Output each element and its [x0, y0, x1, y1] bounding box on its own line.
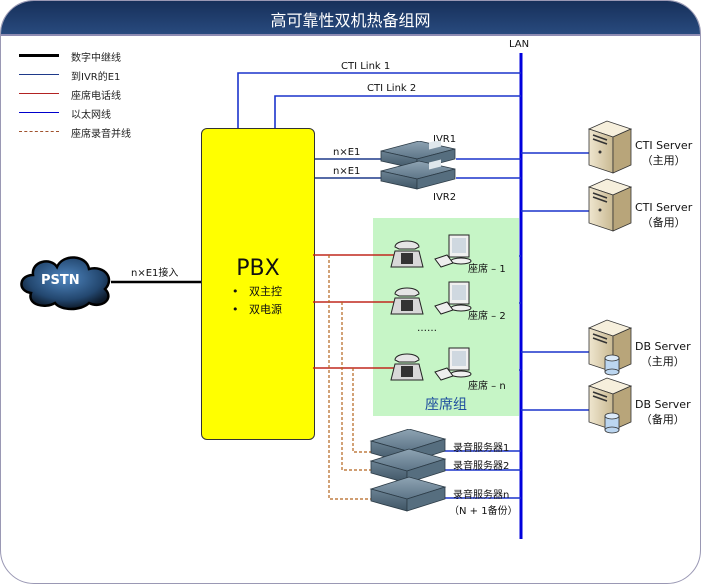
pstn-cloud-icon — [20, 256, 111, 311]
legend-label: 以太网线 — [71, 110, 111, 121]
pbx-box: PBX • 双主控 • 双电源 — [201, 128, 315, 440]
pbx-label: PBX — [236, 256, 280, 281]
ivr1-label: IVR1 — [433, 134, 457, 145]
server-name: CTI Server — [635, 201, 693, 214]
legend-swatch-phone-line — [19, 93, 59, 94]
seat-n-label: 座席 – n — [468, 381, 506, 392]
seat-1-icons — [390, 234, 472, 268]
db-primary-server-icon — [587, 319, 633, 376]
server-role: （主用） — [640, 355, 685, 368]
cti-backup-label: CTI Server （备用） — [635, 200, 692, 230]
phone-icon — [390, 287, 424, 315]
phone-icon — [390, 353, 424, 381]
legend-swatch-ivr-e1 — [19, 74, 59, 75]
cti-primary-label: CTI Server （主用） — [635, 138, 692, 168]
server-role: （备用） — [641, 216, 686, 229]
server-name: DB Server — [635, 398, 691, 411]
pbx-feature-text: 双电源 — [248, 303, 282, 316]
legend-label: 座席电话线 — [71, 91, 121, 102]
ivr2-e1-label: n×E1 — [333, 166, 361, 177]
pbx-feature-1: • 双主控 — [232, 285, 282, 298]
rec-tap-line-n — [328, 255, 373, 500]
db-backup-server-icon — [587, 377, 633, 434]
cti-link-2-label: CTI Link 2 — [367, 83, 417, 94]
rec-tap-line-2 — [341, 302, 373, 471]
seat-2-label: 座席 – 2 — [468, 311, 506, 322]
database-icon — [604, 354, 620, 376]
cti-link-1-label: CTI Link 1 — [341, 61, 391, 72]
server-name: DB Server — [635, 340, 691, 353]
phone-icon — [390, 240, 424, 268]
recording-server-stack-icon — [369, 429, 447, 512]
rec-tap-line-1 — [352, 368, 373, 453]
ivr1-e1-label: n×E1 — [333, 147, 361, 158]
cti-link-1-line — [237, 72, 521, 128]
cti-primary-server-icon — [587, 120, 633, 174]
recording-server-1-label: 录音服务器1 — [453, 443, 510, 454]
seat-n-icons — [390, 347, 472, 381]
seat-1-label: 座席 – 1 — [468, 264, 506, 275]
cti-link-2-line — [274, 95, 521, 128]
ivr2-server-icon — [380, 159, 456, 190]
pbx-feature-text: 双主控 — [248, 285, 282, 298]
seat-2-icons — [390, 281, 472, 315]
pstn-link-label: n×E1接入 — [131, 268, 179, 279]
pbx-feature-2: • 双电源 — [232, 303, 282, 316]
recording-server-2-icon — [369, 448, 447, 484]
database-icon — [604, 412, 620, 434]
db-primary-label: DB Server （主用） — [635, 339, 691, 369]
legend-label: 数字中继线 — [71, 53, 121, 64]
legend-label: 到IVR的E1 — [71, 72, 121, 83]
server-name: CTI Server — [635, 139, 693, 152]
diagram-title: 高可靠性双机热备组网 — [270, 11, 431, 30]
db-backup-label: DB Server （备用） — [635, 397, 691, 427]
seat-ellipsis: …… — [417, 323, 437, 334]
ivr2-label: IVR2 — [433, 192, 457, 203]
cti-backup-server-icon — [587, 178, 633, 232]
pstn-label: PSTN — [41, 273, 80, 288]
recording-server-n-icon — [369, 476, 447, 512]
legend-swatch-ethernet — [19, 112, 59, 113]
recording-server-2-label: 录音服务器2 — [453, 461, 510, 472]
legend-label: 座席录音并线 — [71, 129, 131, 140]
recording-server-n-label: 录音服务器n — [453, 490, 510, 501]
lan-label: LAN — [509, 39, 530, 50]
ivr-rack-icon — [380, 141, 456, 190]
title-bar: 高可靠性双机热备组网 — [1, 1, 700, 36]
recording-backup-note: （N + 1备份） — [449, 506, 518, 517]
seat-group-label: 座席组 — [425, 397, 467, 413]
legend-swatch-trunk — [19, 54, 59, 57]
computer-icon — [434, 281, 472, 315]
computer-icon — [434, 234, 472, 268]
computer-icon — [434, 347, 472, 381]
server-role: （主用） — [641, 154, 686, 167]
server-role: （备用） — [640, 413, 685, 426]
legend-swatch-recording — [19, 131, 59, 132]
